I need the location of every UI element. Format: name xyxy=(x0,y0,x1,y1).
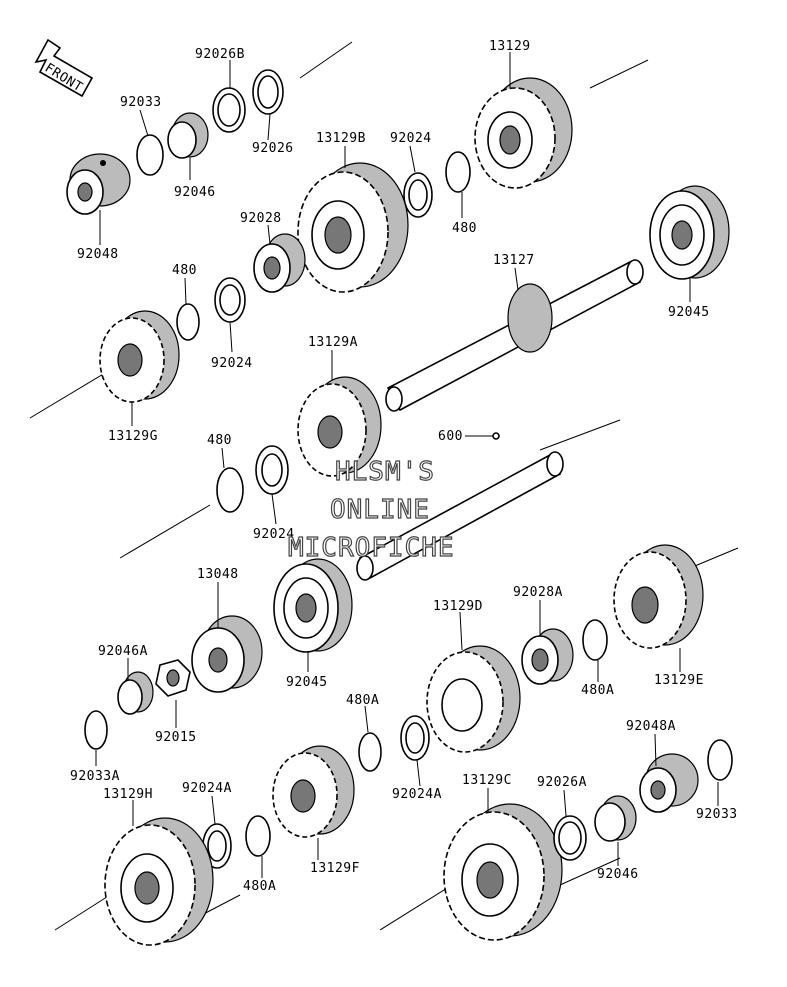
label-92033A: 92033A xyxy=(70,769,120,784)
part-92028-bushing xyxy=(253,233,306,293)
part-92026A-washer xyxy=(553,815,587,861)
part-480A-circlip-right xyxy=(582,619,608,661)
label-480A-right: 480A xyxy=(581,683,614,698)
part-92033-circlip xyxy=(136,134,164,176)
label-92024-mid: 92024 xyxy=(253,527,295,542)
part-92046-needle-bearing-bot xyxy=(594,795,637,842)
part-92024A-washer-mid xyxy=(400,715,430,761)
part-480A-circlip-mid xyxy=(358,732,382,772)
label-92046-bot: 92046 xyxy=(597,867,639,882)
label-13129: 13129 xyxy=(489,39,531,54)
label-13129A: 13129A xyxy=(308,335,358,350)
gear-13129D xyxy=(426,645,521,753)
label-92046A: 92046A xyxy=(98,644,148,659)
part-480-circlip-left xyxy=(176,303,200,341)
shaft-13127 xyxy=(385,259,644,412)
gear-13129B xyxy=(297,162,409,293)
part-13048 xyxy=(191,615,263,693)
front-arrow: FRONT xyxy=(34,38,94,98)
label-92028: 92028 xyxy=(240,211,282,226)
label-92048-top: 92048 xyxy=(77,247,119,262)
label-13129H: 13129H xyxy=(103,787,153,802)
part-92015-nut xyxy=(155,659,191,697)
label-13129C: 13129C xyxy=(462,773,512,788)
part-labels: 92026B 92033 92026 92046 92048 13129 131… xyxy=(70,39,738,894)
label-92024-left: 92024 xyxy=(211,356,253,371)
leader-lines xyxy=(95,52,719,878)
label-92046-top: 92046 xyxy=(174,185,216,200)
part-92033A-circlip xyxy=(84,710,108,750)
gear-13129G xyxy=(99,310,180,403)
label-92026-top: 92026 xyxy=(252,141,294,156)
watermark-line-3: MICROFICHE xyxy=(288,533,455,563)
part-480-circlip-top xyxy=(445,151,471,193)
label-13129B: 13129B xyxy=(316,131,366,146)
part-92024-washer-left xyxy=(214,277,246,323)
label-480-mid: 480 xyxy=(207,433,232,448)
part-92048A-collar xyxy=(639,753,699,813)
label-92024-top: 92024 xyxy=(390,131,432,146)
label-13129E: 13129E xyxy=(654,673,704,688)
axis-lines xyxy=(29,41,739,931)
label-13129G: 13129G xyxy=(108,429,158,444)
label-92033-bot: 92033 xyxy=(696,807,738,822)
label-480A-mid: 480A xyxy=(346,693,379,708)
label-92024A-mid: 92024A xyxy=(392,787,442,802)
part-480-circlip-mid xyxy=(216,467,244,513)
part-92046A-needle-bearing xyxy=(117,671,154,715)
part-480A-circlip-bot xyxy=(245,815,271,857)
label-92024A-bot: 92024A xyxy=(182,781,232,796)
part-92048-collar xyxy=(66,153,131,215)
label-92045-mid: 92045 xyxy=(286,675,328,690)
part-92026B-washer xyxy=(212,87,246,133)
label-92026B: 92026B xyxy=(195,47,245,62)
gear-13129H xyxy=(104,817,214,946)
gear-13129A xyxy=(297,376,382,477)
label-92045-right: 92045 xyxy=(668,305,710,320)
label-480-left: 480 xyxy=(172,263,197,278)
part-92045-bearing-right xyxy=(649,185,730,280)
watermark-line-2: ONLINE xyxy=(330,495,430,525)
part-92028A-bushing xyxy=(521,628,574,685)
label-92028A: 92028A xyxy=(513,585,563,600)
part-92046-needle-bearing xyxy=(167,112,209,159)
label-92048A: 92048A xyxy=(626,719,676,734)
shaft-600 xyxy=(356,432,564,581)
label-13127: 13127 xyxy=(493,253,535,268)
label-480-top: 480 xyxy=(452,221,477,236)
part-92045-bearing-mid xyxy=(273,558,353,653)
part-92024-washer-mid xyxy=(255,445,289,495)
label-480A-bot: 480A xyxy=(243,879,276,894)
gear-13129C xyxy=(443,803,563,941)
label-13129F: 13129F xyxy=(310,861,360,876)
gear-13129E xyxy=(613,544,704,649)
label-92026A: 92026A xyxy=(537,775,587,790)
label-92033-top: 92033 xyxy=(120,95,162,110)
part-92024-washer-top xyxy=(403,172,433,218)
gear-13129 xyxy=(474,77,573,189)
label-13048: 13048 xyxy=(197,567,239,582)
watermark-line-1: HLSM'S xyxy=(335,457,435,487)
label-92015: 92015 xyxy=(155,730,197,745)
label-600: 600 xyxy=(438,429,463,444)
part-92026-washer xyxy=(252,69,284,115)
part-92033-circlip-bot xyxy=(707,739,733,781)
watermark: HLSM'S ONLINE MICROFICHE xyxy=(287,456,455,563)
gear-13129F xyxy=(272,745,355,838)
label-13129D: 13129D xyxy=(433,599,483,614)
